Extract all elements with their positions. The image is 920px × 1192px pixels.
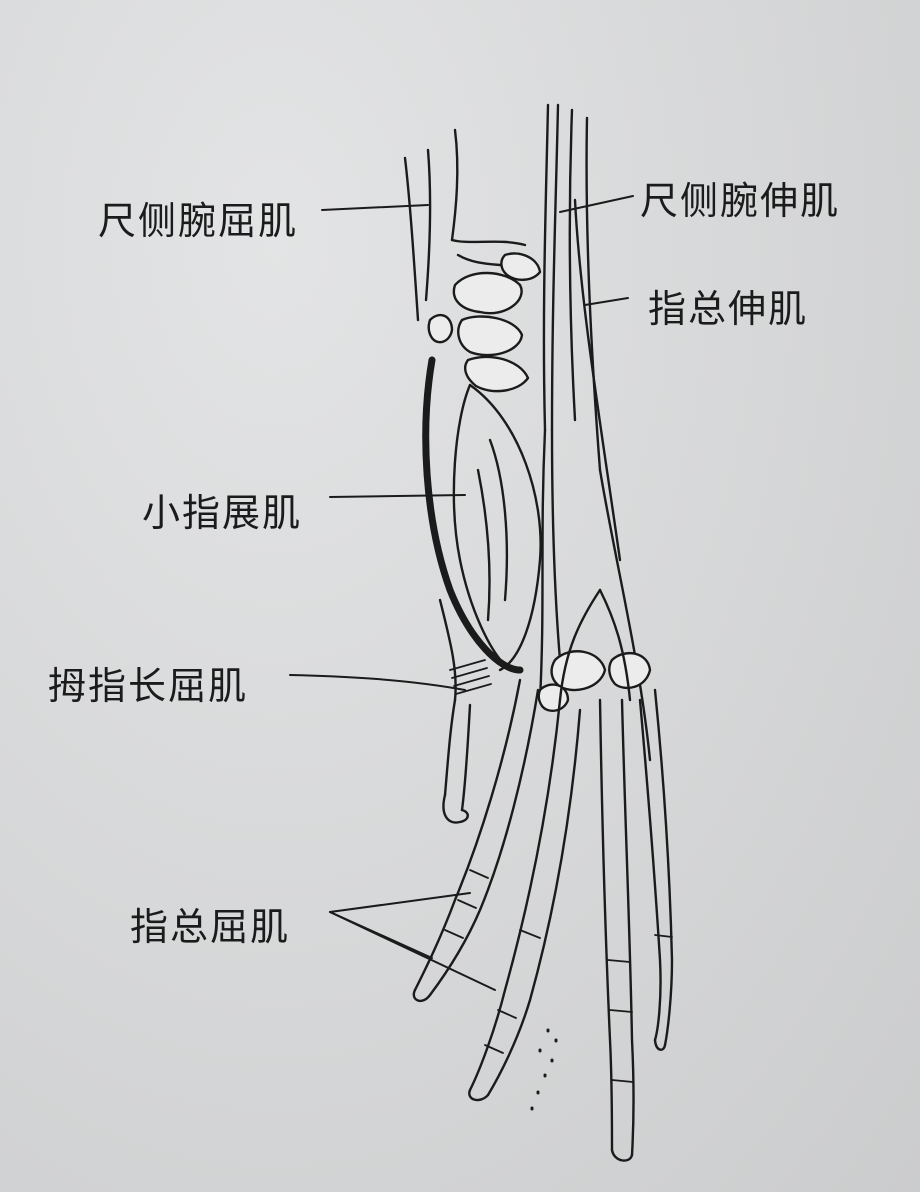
leader-lines — [289, 195, 634, 991]
label-flexor-pollicis-longus: 拇指长屈肌 — [48, 664, 249, 708]
flexor-digitorum-tendons — [412, 588, 674, 1162]
label-abductor-digiti-minimi: 小指展肌 — [142, 491, 303, 535]
label-extensor-carpi-ulnaris: 尺侧腕伸肌 — [640, 179, 841, 223]
flexor-carpi-ulnaris-tendon — [403, 128, 532, 322]
carpal-bones — [427, 252, 542, 393]
label-flexor-digitorum: 指总屈肌 — [130, 905, 291, 949]
extensor-tendons — [538, 103, 652, 762]
flexor-pollicis-longus-tendon — [438, 598, 492, 824]
label-flexor-carpi-ulnaris: 尺侧腕屈肌 — [98, 199, 299, 243]
abductor-digiti-minimi-muscle — [422, 356, 542, 674]
label-extensor-digitorum: 指总伸肌 — [648, 287, 809, 331]
metacarpal-heads — [537, 650, 652, 712]
stippling — [530, 1028, 558, 1111]
